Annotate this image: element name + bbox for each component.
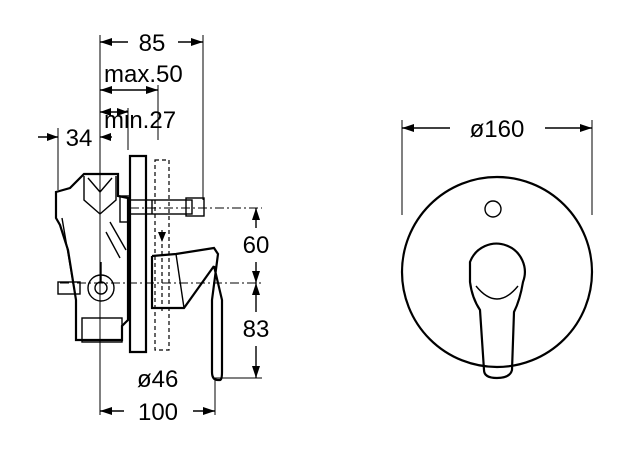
front-view: ø160 [400, 116, 594, 380]
arrow [100, 38, 112, 46]
dim-label-o160: ø160 [470, 116, 525, 143]
lever-base [150, 256, 215, 310]
arrow [146, 86, 158, 94]
body-rib [61, 217, 77, 301]
arrow [191, 38, 203, 46]
arrow [47, 133, 58, 141]
arrow [252, 208, 260, 220]
plate-outline [128, 154, 148, 354]
rod-knob [185, 197, 205, 217]
dim-label-85: 85 [139, 30, 166, 57]
cover-plate [400, 175, 594, 369]
arrow [252, 271, 260, 283]
dim-label-min27: min.27 [104, 107, 176, 134]
arrow [100, 86, 112, 94]
side-outlet [57, 281, 81, 295]
arrow [580, 124, 592, 132]
body-port-top [83, 176, 117, 215]
lever-front-detail [475, 285, 519, 300]
arrow [402, 124, 414, 132]
diverter-hole [484, 200, 502, 218]
lever-side [150, 246, 224, 382]
side-view: 85 max.50 min.27 34 60 83 [38, 30, 269, 426]
dim-label-max50: max.50 [104, 61, 183, 88]
dim-label-60: 60 [243, 232, 270, 259]
lever-front [468, 242, 526, 380]
arrow [203, 407, 215, 415]
diverter-rod [129, 197, 205, 217]
dim-label-34: 34 [66, 125, 93, 152]
arrow [100, 108, 111, 116]
arrow [117, 108, 128, 116]
dim-label-83: 83 [243, 316, 270, 343]
arrow [252, 283, 260, 295]
dim-label-100: 100 [138, 399, 178, 426]
lever-joint [175, 253, 185, 309]
rod [129, 199, 193, 215]
arrow [100, 407, 112, 415]
arrow [252, 366, 260, 378]
lever-profile [151, 246, 224, 382]
dim-label-o46: ø46 [137, 366, 178, 393]
body-bottom [81, 317, 123, 343]
arrow [100, 133, 111, 141]
body-outline [54, 172, 130, 342]
body-hatch [105, 221, 127, 259]
body-detail [87, 177, 113, 194]
arrow [158, 232, 166, 242]
cartridge-inner [94, 281, 108, 295]
valve-body [54, 172, 131, 343]
